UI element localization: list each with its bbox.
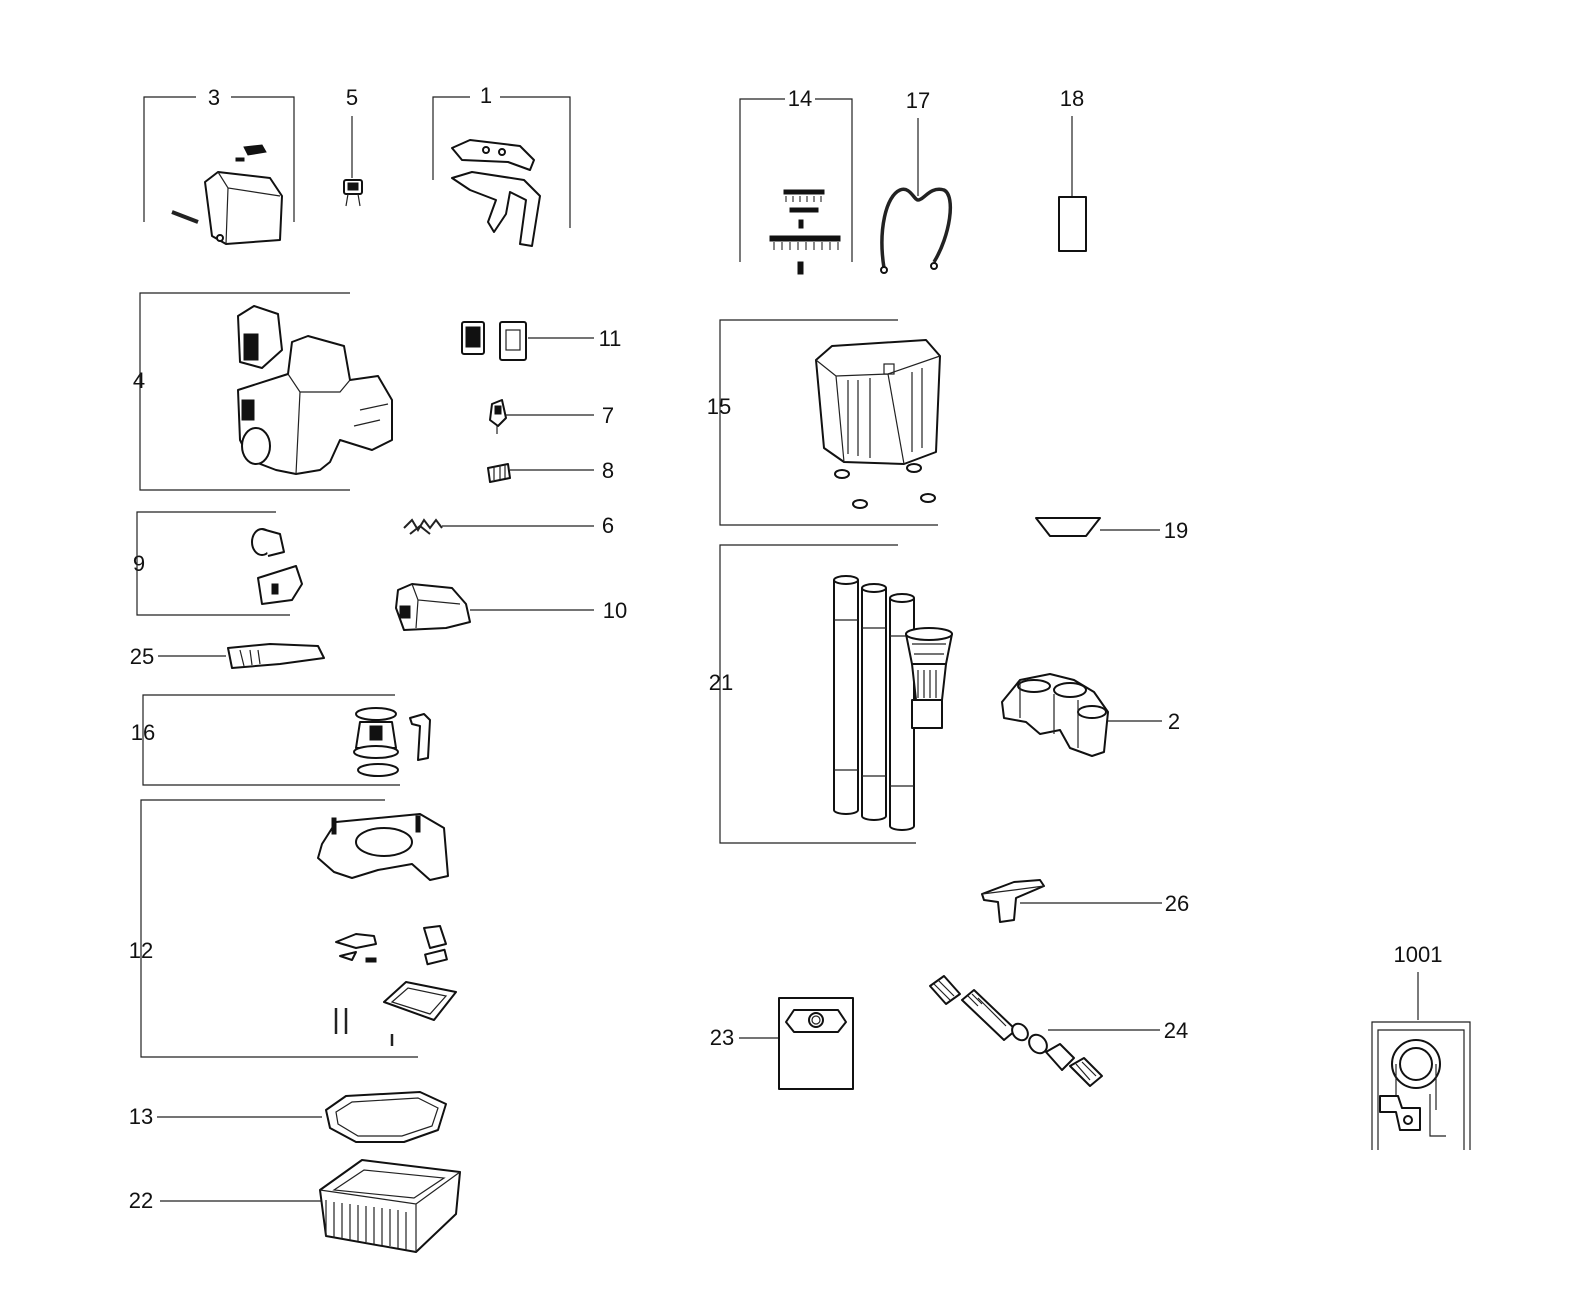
callout-7: 7: [602, 403, 614, 428]
callout-23: 23: [710, 1025, 734, 1050]
part-group-11: 11: [461, 321, 622, 361]
part-1-handle: [451, 139, 541, 247]
callout-13: 13: [129, 1104, 153, 1129]
part-21-suction-tubes: [833, 575, 915, 831]
part-group-15: 15: [707, 319, 941, 526]
part-3-cover: [171, 144, 283, 245]
part-22-flat-filter: [319, 1159, 461, 1253]
part-group-1001: 1001: [1371, 942, 1471, 1150]
part-group-9: 9: [133, 511, 303, 616]
part-group-3: 3: [143, 85, 295, 245]
callout-11: 11: [599, 326, 622, 351]
callout-4: 4: [133, 368, 145, 393]
part-9-inlet: [251, 528, 303, 605]
callout-8: 8: [602, 458, 614, 483]
callout-26: 26: [1165, 891, 1189, 916]
part-group-7: 7: [489, 399, 614, 434]
part-group-21: 21: [709, 544, 953, 844]
callout-1001: 1001: [1394, 942, 1443, 967]
part-group-10: 10: [395, 583, 627, 631]
part-19-deflector: [1035, 517, 1101, 537]
callout-19: 19: [1164, 518, 1188, 543]
part-17-strap: [880, 187, 953, 274]
part-group-26: 26: [981, 879, 1189, 923]
callout-21: 21: [709, 670, 733, 695]
part-10-housing-bottom: [395, 583, 471, 631]
part-18-label: [1058, 196, 1087, 252]
part-15-container: [815, 339, 941, 509]
part-21-filter-cartridge: [905, 627, 953, 729]
part-2-accessory-holder: [1001, 673, 1109, 757]
part-4-motor-housing: [237, 305, 393, 475]
callout-9: 9: [133, 551, 145, 576]
part-11-filter-frames: [461, 321, 527, 361]
part-14-screws: [769, 189, 841, 275]
part-group-22: 22: [129, 1159, 461, 1253]
part-group-25: 25: [130, 643, 325, 669]
callout-24: 24: [1164, 1018, 1188, 1043]
part-group-12: 12: [129, 799, 457, 1058]
part-group-1: 1: [432, 83, 571, 247]
part-group-5: 5: [343, 85, 363, 207]
callout-14: 14: [788, 86, 812, 111]
part-group-17: 17: [880, 88, 953, 274]
part-group-24: 24: [929, 975, 1188, 1087]
callout-10: 10: [603, 598, 627, 623]
callout-6: 6: [602, 513, 614, 538]
part-16-motor: [353, 707, 431, 777]
part-24-hose-set: [929, 975, 1103, 1087]
callout-2: 2: [1168, 709, 1180, 734]
part-8-latch: [487, 463, 511, 483]
part-group-14: 14: [739, 86, 853, 275]
part-7-clip: [489, 399, 507, 434]
callout-17: 17: [906, 88, 930, 113]
part-1001-wiring-diagram: [1371, 1021, 1471, 1150]
part-group-18: 18: [1058, 86, 1087, 252]
part-group-8: 8: [487, 458, 614, 483]
part-23-filter-bag: [778, 997, 854, 1090]
part-group-23: 23: [710, 997, 854, 1090]
part-25-crevice-nozzle: [227, 643, 325, 669]
part-group-6: 6: [403, 513, 614, 538]
part-13-seal: [325, 1091, 447, 1143]
callout-1: 1: [480, 83, 492, 108]
part-12-float-valve: [334, 925, 457, 1046]
part-group-4: 4: [133, 292, 393, 491]
callout-15: 15: [707, 394, 731, 419]
callout-22: 22: [129, 1188, 153, 1213]
part-26-upholstery-nozzle: [981, 879, 1045, 923]
part-5-switch: [343, 179, 363, 207]
part-group-16: 16: [131, 694, 431, 786]
part-group-13: 13: [129, 1091, 447, 1143]
callout-5: 5: [346, 85, 358, 110]
part-group-2: 2: [1001, 673, 1180, 757]
part-group-19: 19: [1035, 517, 1188, 543]
callout-18: 18: [1060, 86, 1084, 111]
part-6-springs: [403, 518, 443, 535]
callout-3: 3: [208, 85, 220, 110]
callout-25: 25: [130, 644, 154, 669]
part-12-housing-plate: [317, 813, 449, 881]
